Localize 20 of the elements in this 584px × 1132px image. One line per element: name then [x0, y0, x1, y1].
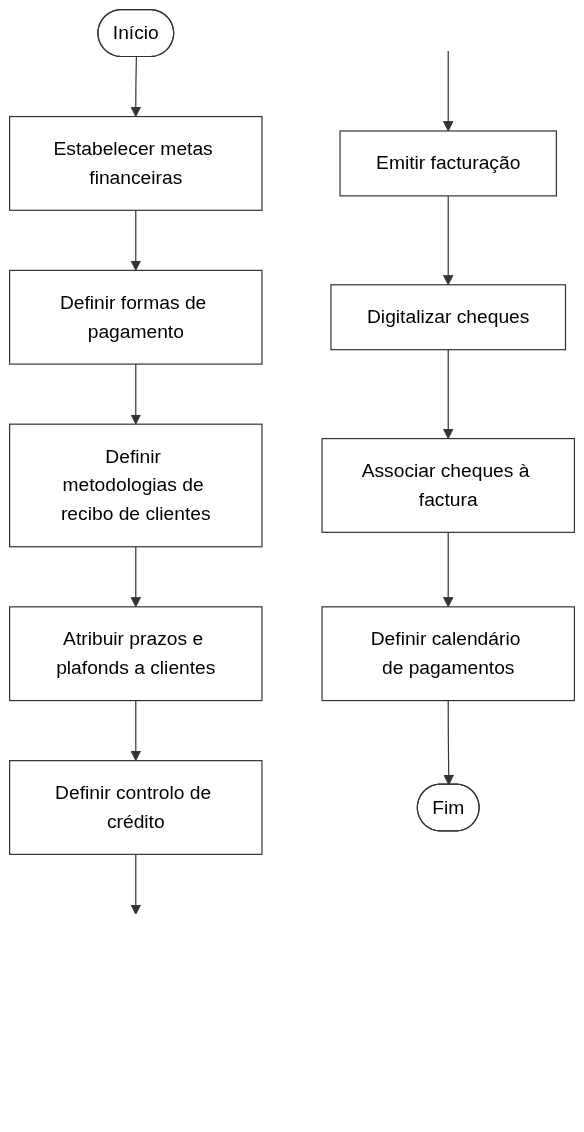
node-box: Definir formas de pagamento — [9, 269, 263, 365]
node-box: Definir calendário de pagamentos — [321, 606, 575, 702]
node-box: Digitalizar cheques — [330, 284, 567, 351]
arrow — [130, 699, 142, 762]
node-box: Atribuir prazos e plafonds a clientes — [9, 606, 263, 702]
node-box: Definir metodologias de recibo de clientes — [9, 423, 263, 548]
arrow — [130, 56, 142, 118]
arrow — [442, 50, 454, 132]
arrow — [443, 699, 454, 786]
arrow — [130, 363, 142, 425]
arrow — [442, 349, 454, 440]
arrow — [130, 546, 142, 608]
arrow — [442, 195, 454, 286]
arrow — [130, 209, 142, 271]
node-box: Associar cheques à factura — [321, 438, 575, 533]
arrow — [442, 531, 454, 608]
arrow — [130, 853, 142, 915]
node-box: Emitir facturação — [339, 130, 557, 197]
node-box: Estabelecer metas financeiras — [9, 115, 263, 211]
node-box: Definir controlo de crédito — [9, 760, 263, 855]
